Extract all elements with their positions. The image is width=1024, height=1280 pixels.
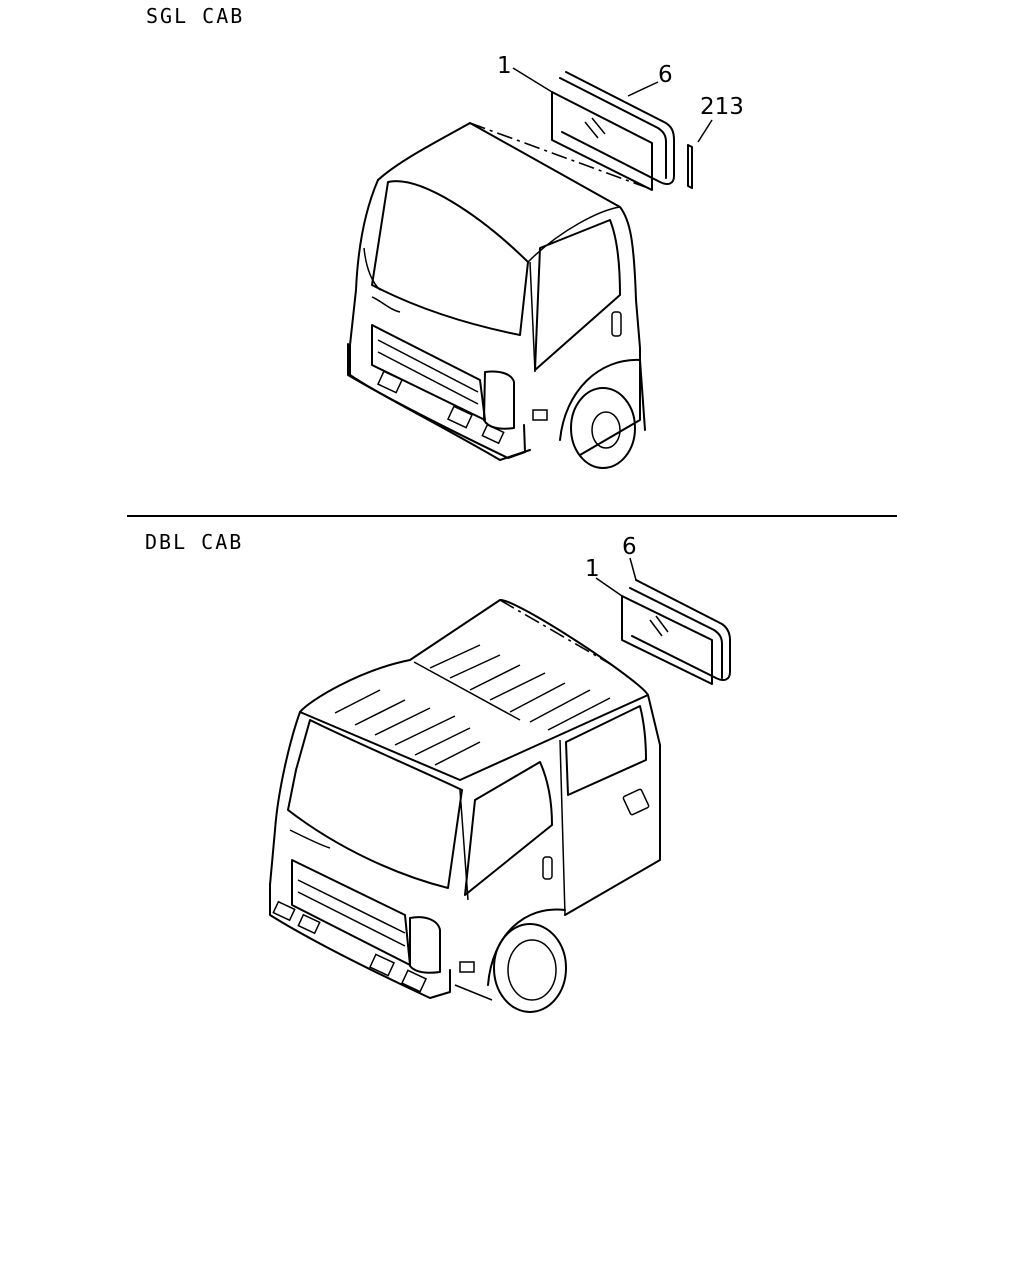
section-title-dbl-cab: DBL CAB [145, 530, 244, 554]
dbl-rear-glass-exploded [595, 557, 731, 685]
sgl-rear-glass-exploded [512, 67, 713, 191]
sgl-cab-illustration [347, 122, 649, 469]
callout-molding: 213 [700, 94, 744, 120]
callout-weatherstrip: 6 [622, 534, 637, 560]
callout-glass: 1 [585, 556, 600, 582]
callout-glass: 1 [497, 53, 512, 79]
dbl-cab-illustration [269, 599, 661, 1013]
section-title-sgl-cab: SGL CAB [146, 4, 245, 28]
callout-weatherstrip: 6 [658, 62, 673, 88]
